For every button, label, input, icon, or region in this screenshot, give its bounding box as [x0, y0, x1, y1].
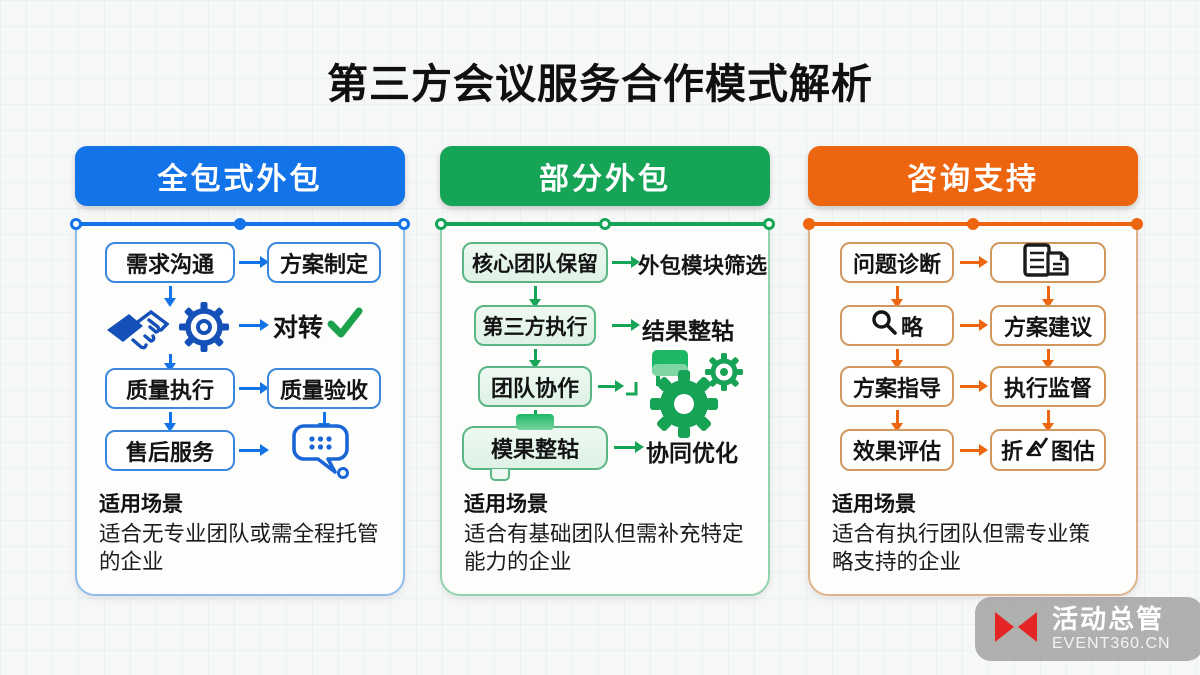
connector-dot — [398, 218, 410, 230]
scenario-line: 适合有执行团队但需专业策 — [832, 522, 1091, 546]
arrow-right-icon — [239, 319, 269, 331]
connector-dot — [599, 218, 611, 230]
label-text: 略 — [900, 314, 923, 340]
connector-dot — [967, 218, 979, 230]
flow-box: 质量验收 — [267, 368, 381, 409]
arrow-down-icon — [1042, 286, 1054, 308]
arrow-down-icon — [1042, 349, 1054, 369]
connector-dot — [763, 218, 775, 230]
scenario-line: 能力的企业 — [464, 550, 572, 574]
flow-box: 问题诊断 — [840, 242, 954, 283]
flow-box-evaluation: 折 图估 — [990, 429, 1106, 471]
brand-name: 活动总管 — [1052, 604, 1165, 635]
chat-bubble-icon — [291, 422, 357, 485]
arrow-right-icon — [612, 319, 640, 331]
documents-icon — [1020, 242, 1076, 284]
flow-box: 方案制定 — [267, 242, 381, 283]
flow-box: 团队协作 — [478, 366, 592, 407]
scenario-line: 的企业 — [99, 550, 164, 574]
puzzle-tab — [490, 469, 510, 481]
scenario-line: 适合有基础团队但需补充特定 — [464, 522, 744, 546]
flow-box: 核心团队保留 — [462, 242, 608, 283]
arrow-right-icon — [598, 380, 624, 392]
flow-box: 售后服务 — [105, 430, 235, 471]
arrow-right-icon — [960, 319, 988, 331]
column-header: 咨询支持 — [808, 146, 1138, 206]
flow-box: 需求沟通 — [105, 242, 235, 283]
brand-logo-icon — [993, 610, 1039, 649]
flow-box: 方案建议 — [990, 305, 1106, 346]
magnifier-icon — [871, 309, 898, 342]
column-partial-outsourcing: 部分外包 核心团队保留 外包模块筛选 第三方执行 结果整轱 团队协作 — [435, 146, 775, 662]
flow-label: 外包模块筛选 — [638, 254, 768, 278]
arrow-right-icon — [960, 256, 988, 268]
column-full-outsourcing: 全包式外包 需求沟通 方案制定 — [70, 146, 410, 662]
brand-text: 活动总管 EVENT360.CN — [1052, 605, 1171, 652]
arrow-down-icon — [164, 286, 176, 307]
connector-dot — [435, 218, 447, 230]
scenario-title: 适用场景 — [99, 493, 183, 516]
scenario-line: 适合无专业团队或需全程托管 — [99, 522, 379, 546]
flow-box: 执行监督 — [990, 366, 1106, 407]
arrow-right-icon — [239, 444, 269, 456]
flow-box-puzzle: 模果整轱 — [462, 426, 608, 470]
check-icon — [327, 307, 363, 346]
label-text: 图估 — [1051, 439, 1096, 464]
column-card: 需求沟通 方案制定 — [75, 224, 405, 596]
connector-dot — [234, 218, 246, 230]
scenario-title: 适用场景 — [832, 493, 916, 516]
arrow-down-icon — [529, 349, 541, 369]
puzzle-tab — [516, 414, 554, 430]
column-card: 问题诊断 — [808, 224, 1138, 596]
arrow-down-icon — [164, 412, 176, 432]
arrow-right-icon — [239, 256, 269, 268]
line-chart-icon — [1024, 435, 1050, 465]
connector-dot — [1131, 218, 1143, 230]
arrow-down-icon — [1042, 410, 1054, 432]
check-result-label: 对转 — [273, 307, 363, 346]
connector-dot — [70, 218, 82, 230]
page-title: 第三方会议服务合作模式解析 — [327, 61, 873, 107]
flow-box: 质量执行 — [105, 368, 235, 409]
flow-box-documents — [990, 242, 1106, 283]
arrow-down-icon — [891, 349, 903, 369]
arrow-down-icon — [164, 354, 176, 372]
arrow-right-icon — [614, 441, 644, 453]
column-card: 核心团队保留 外包模块筛选 第三方执行 结果整轱 团队协作 — [440, 224, 770, 596]
arrow-right-icon — [960, 380, 988, 392]
arrow-right-icon — [612, 256, 640, 268]
connector-dot — [803, 218, 815, 230]
column-header: 部分外包 — [440, 146, 770, 206]
arrow-right-icon — [960, 444, 988, 456]
column-header: 全包式外包 — [75, 146, 405, 206]
arrow-down-icon — [891, 410, 903, 432]
arrow-right-icon — [239, 382, 269, 394]
flow-label: 结果整轱 — [642, 318, 734, 344]
gears-flag-icon — [622, 348, 744, 443]
scenario-line: 略支持的企业 — [832, 550, 962, 574]
label-text: 折 — [1000, 439, 1023, 464]
scenario-title: 适用场景 — [464, 493, 548, 516]
flow-box-strategy: 略 — [840, 305, 954, 346]
column-consulting-support: 咨询支持 问题诊断 — [803, 146, 1143, 662]
handshake-gear-icon — [105, 300, 235, 359]
flow-box: 方案指导 — [840, 366, 954, 407]
flow-box: 效果评估 — [840, 429, 954, 471]
label-text: 对转 — [273, 314, 324, 342]
brand-site: EVENT360.CN — [1052, 634, 1171, 652]
flow-label: 协同优化 — [646, 440, 738, 466]
arrow-down-icon — [529, 286, 541, 308]
arrow-down-icon — [891, 286, 903, 308]
flow-box: 第三方执行 — [474, 305, 596, 346]
brand-watermark: 活动总管 EVENT360.CN — [975, 597, 1200, 661]
